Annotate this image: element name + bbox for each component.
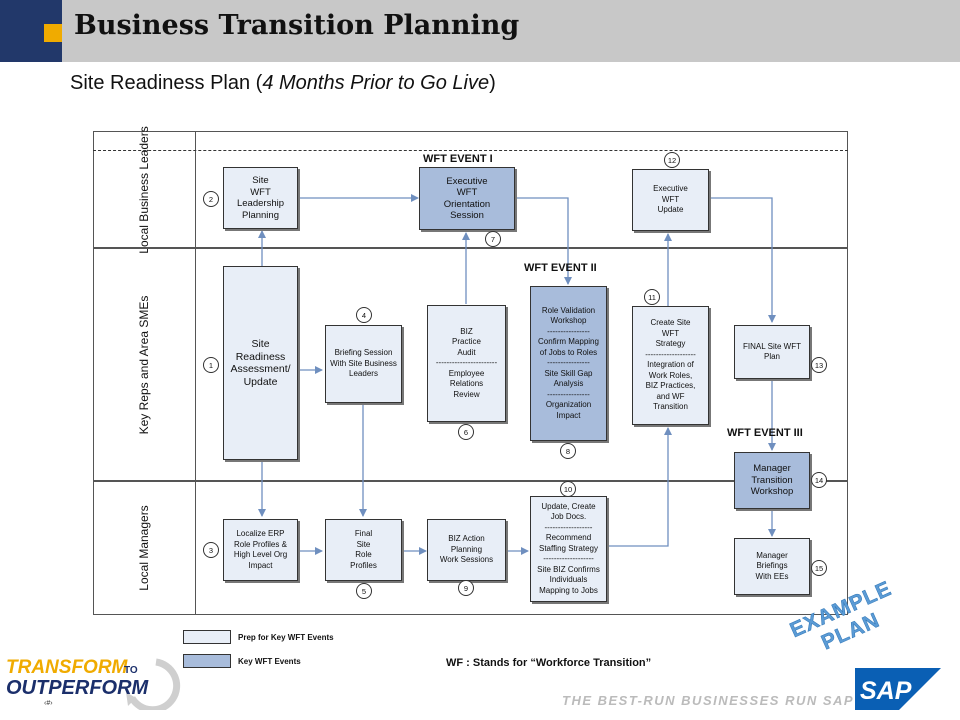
svg-text:SAP: SAP (860, 677, 912, 705)
step-number-12: 12 (664, 152, 680, 168)
transform-to-outperform-logo: TRANSFORM TO OUTPERFORM (6, 657, 181, 710)
legend-swatch-prep (183, 630, 231, 644)
event-label-2: WFT EVENT II (524, 262, 597, 274)
step-number-5: 5 (356, 583, 372, 599)
box-briefing-session[interactable]: Briefing Session With Site Business Lead… (325, 325, 402, 403)
box-manager-briefings[interactable]: Manager Briefings With EEs (734, 538, 810, 595)
box-role-validation-workshop[interactable]: Role Validation Workshop ---------------… (530, 286, 607, 441)
arrow-update-to-create-strategy (608, 427, 672, 547)
header-orange-square (44, 24, 62, 42)
swimlane-frame (93, 131, 848, 615)
lane-top-dashed (93, 150, 848, 151)
svg-text:OUTPERFORM: OUTPERFORM (6, 677, 150, 699)
lane-header-local-business-leaders: Local Business Leaders (93, 126, 196, 253)
step-number-2: 2 (203, 191, 219, 207)
box-executive-update[interactable]: Executive WFT Update (632, 169, 709, 231)
box-executive-orientation[interactable]: Executive WFT Orientation Session (419, 167, 515, 230)
page-title: Business Transition Planning (74, 10, 520, 41)
step-number-15: 15 (811, 560, 827, 576)
lane-divider (93, 247, 848, 249)
event-label-1: WFT EVENT I (423, 153, 493, 165)
lane-header-key-reps: Key Reps and Area SMEs (93, 248, 196, 481)
step-number-14: 14 (811, 472, 827, 488)
step-number-1: 1 (203, 357, 219, 373)
wf-definition-note: WF : Stands for “Workforce Transition” (446, 657, 652, 669)
legend-swatch-key (183, 654, 231, 668)
step-number-4: 4 (356, 307, 372, 323)
box-manager-transition-workshop[interactable]: Manager Transition Workshop (734, 452, 810, 509)
step-number-3: 3 (203, 542, 219, 558)
box-site-wft-leadership[interactable]: Site WFT Leadership Planning (223, 167, 298, 229)
arrow-orientation-to-role-validation (515, 197, 572, 285)
svg-text:TRANSFORM: TRANSFORM (6, 657, 129, 678)
sap-logo: SAP (855, 668, 941, 710)
step-number-10: 10 (560, 481, 576, 497)
box-final-site-role-profiles[interactable]: Final Site Role Profiles (325, 519, 402, 581)
box-site-readiness-assessment[interactable]: Site Readiness Assessment/ Update (223, 266, 298, 460)
step-number-7: 7 (485, 231, 501, 247)
step-number-9: 9 (458, 580, 474, 596)
lane-header-local-managers: Local Managers (93, 481, 196, 615)
arrow-exec-update-to-final-plan (709, 197, 776, 323)
sap-tagline: THE BEST-RUN BUSINESSES RUN SAP (562, 693, 855, 708)
box-final-site-wft-plan[interactable]: FINAL Site WFT Plan (734, 325, 810, 379)
step-number-8: 8 (560, 443, 576, 459)
box-update-create-job-docs[interactable]: Update, Create Job Docs. ---------------… (530, 496, 607, 602)
svg-text:TO: TO (124, 665, 138, 676)
event-label-3: WFT EVENT III (727, 427, 803, 439)
step-number-6: 6 (458, 424, 474, 440)
box-biz-practice-audit[interactable]: BIZ Practice Audit ---------------------… (427, 305, 506, 422)
legend-label-prep: Prep for Key WFT Events (238, 633, 334, 642)
box-biz-action-planning[interactable]: BIZ Action Planning Work Sessions (427, 519, 506, 581)
lane-divider (93, 480, 848, 482)
box-create-site-wft-strategy[interactable]: Create Site WFT Strategy ---------------… (632, 306, 709, 425)
step-number-13: 13 (811, 357, 827, 373)
page-subtitle: Site Readiness Plan (4 Months Prior to G… (70, 72, 496, 94)
legend-label-key: Key WFT Events (238, 657, 301, 666)
page-number: ‹#› (44, 700, 53, 707)
step-number-11: 11 (644, 289, 660, 305)
box-localize-erp[interactable]: Localize ERP Role Profiles & High Level … (223, 519, 298, 581)
header-bar (0, 0, 960, 62)
